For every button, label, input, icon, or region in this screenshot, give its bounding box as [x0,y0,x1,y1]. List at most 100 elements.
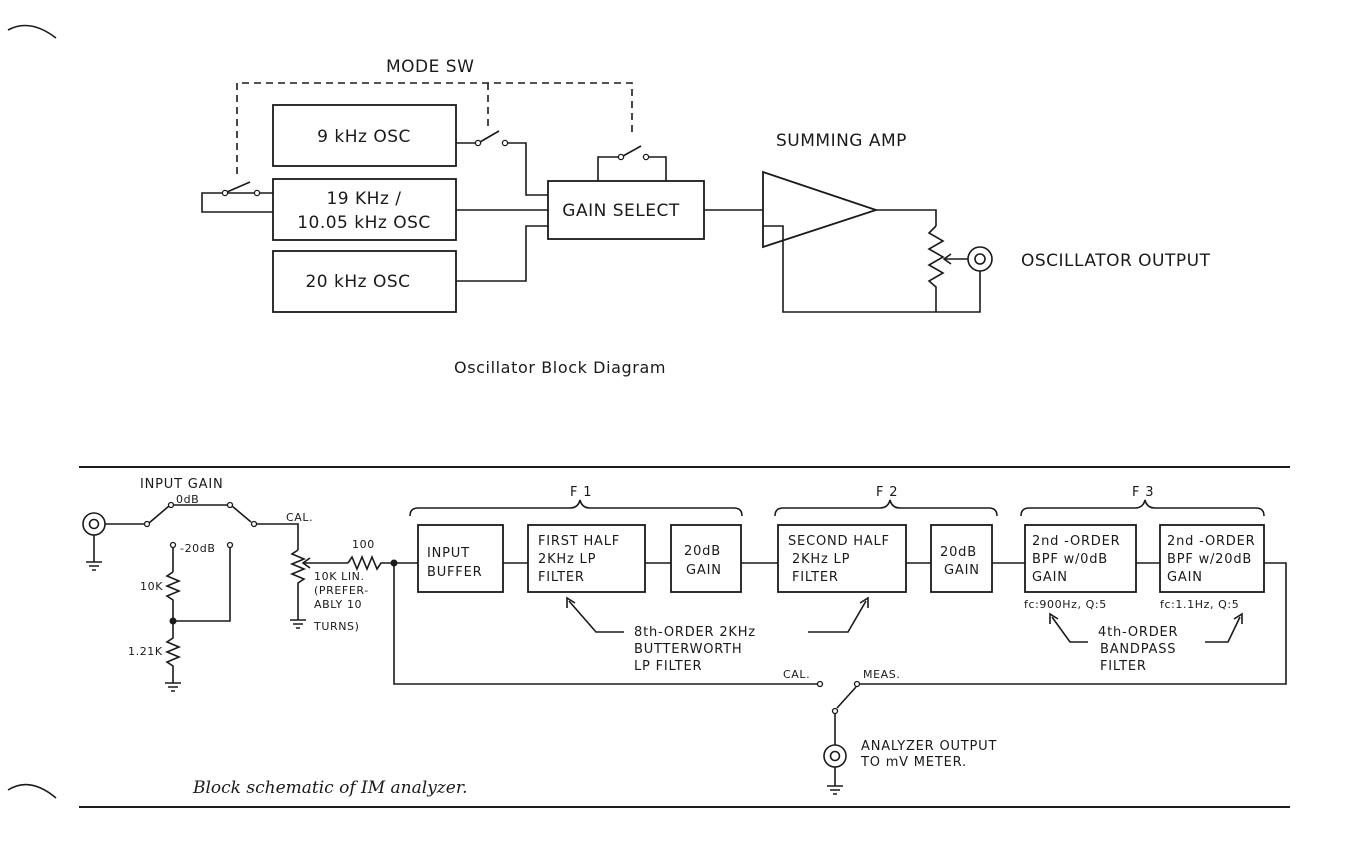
pot-10k-resistor [289,549,307,620]
resistor-10k [164,571,182,621]
analyzer-output-line1: ANALYZER OUTPUT [861,739,997,754]
gain-bypass-contact-b [642,153,650,161]
output-switch-meas-contact [853,680,861,688]
output-switch-cal-contact [816,680,824,688]
second-half-filter-box [777,524,907,593]
r10k-label: 10K [140,580,163,593]
meas-label: MEAS. [863,668,900,681]
analyzer-output-jack-inner [829,750,841,762]
bandpass-arrowhead-right [1233,612,1243,624]
gain-switch-a-pivot [143,520,151,528]
bpf-0db-line3: GAIN [1032,570,1068,585]
osc-9khz-switch-contact-a [474,139,482,147]
osc-9khz-switch-blade [479,130,500,143]
m20db-contact-b [226,541,234,549]
output-ground-icon [827,785,843,795]
odb-label: 0dB [176,493,199,506]
gain-20db-b-line2: GAIN [944,563,980,578]
input-buffer-line2: BUFFER [427,565,482,580]
bracket-f1 [409,499,743,517]
left-switch-blade [226,181,251,193]
butterworth-arrow-left [568,600,624,633]
oscillator-output-jack-inner [974,253,986,265]
m20db-label: -20dB [180,542,216,555]
input-ground-icon [86,561,102,571]
page-corner-mark-top [7,24,57,39]
bandpass-line2: BANDPASS [1100,642,1176,657]
im-analyzer-schematic: INPUT GAIN 0dB CAL. -20dB 10K 1.21K 10K … [79,466,1290,808]
osc-9khz-switch-contact-b [501,139,509,147]
resistor-121k [164,621,182,683]
r100-label: 100 [352,538,375,551]
r121k-label: 1.21K [128,645,163,658]
output-pot-resistor [927,225,945,312]
page-corner-mark-bottom [7,783,57,799]
first-half-line3: FILTER [538,570,585,585]
cal-bottom-label: CAL. [783,668,810,681]
second-half-line1: SECOND HALF [788,534,890,549]
analyzer-output-line2: TO mV METER. [860,755,967,770]
second-half-line3: FILTER [792,570,839,585]
second-half-line2: 2KHz LP [792,552,850,567]
bpf-20db-box [1159,524,1265,593]
amp-output-wire [876,209,937,226]
summing-amp-triangle [762,170,879,249]
osc-19khz-bypass-wire [201,192,273,213]
divider-ground-icon [165,682,181,692]
first-half-filter-box [527,524,646,593]
gain-switch-b-pivot [250,520,258,528]
gain-switch-a-odb-contact [167,501,175,509]
input-jack-outer [82,512,106,536]
oscillator-caption: Oscillator Block Diagram [454,358,666,377]
osc-19khz-box [272,178,457,241]
fc-11hz-label: fc:1.1Hz, Q:5 [1160,598,1239,611]
analyzer-caption: Block schematic of IM analyzer. [192,778,468,798]
gain-20db-b-box [930,524,993,593]
first-half-line1: FIRST HALF [538,534,620,549]
pot-10k-wiper-arrow [301,557,311,569]
feedback-wire [763,225,981,313]
osc-9khz-box [272,104,457,167]
input-jack-inner [88,518,100,530]
input-buffer-box [417,524,504,593]
mode-switch-linkage [236,82,633,174]
pot-label-line4: TURNS) [313,620,360,633]
butterworth-line1: 8th-ORDER 2KHz [634,625,756,640]
analyzer-output-jack-outer [823,744,847,768]
gain-bypass-contact-a [617,153,625,161]
input-gain-label: INPUT GAIN [140,477,224,492]
fc-900hz-label: fc:900Hz, Q:5 [1024,598,1107,611]
output-switch-pivot [831,707,839,715]
input-buffer-line1: INPUT [427,546,470,561]
butterworth-line3: LP FILTER [634,659,702,674]
mode-sw-label: MODE SW [386,57,474,77]
bracket-f3 [1020,499,1265,517]
bpf-20db-line2: BPF w/20dB [1167,552,1252,567]
osc-20khz-to-gain-wire [456,225,548,282]
output-switch-blade [836,686,857,709]
bandpass-arrowhead-left [1049,612,1059,624]
left-switch-contact-b [253,189,261,197]
oscillator-output-jack-outer [967,246,993,272]
pot-label-line3: ABLY 10 [314,598,362,611]
bpf-0db-box [1024,524,1137,593]
bpf-0db-line1: 2nd -ORDER [1032,534,1120,549]
gain-20db-a-line2: GAIN [686,563,722,578]
bandpass-arrow-left [1051,616,1088,643]
osc-9khz-to-gain-wire [508,142,548,196]
pot-wiper-arrow [942,253,952,265]
gain-20db-a-box [670,524,742,593]
oscillator-output-label: OSCILLATOR OUTPUT [1021,251,1211,271]
bpf-20db-line3: GAIN [1167,570,1203,585]
summing-amp-label: SUMMING AMP [776,131,907,151]
cal-top-label: CAL. [286,511,313,524]
oscillator-block-diagram: MODE SW 9 kHz OSC 19 KHz / 10.05 kHz OSC… [201,57,1211,377]
pot-ground-icon [290,619,306,629]
osc-20khz-box [272,250,457,313]
gain-switch-b-blade [231,505,252,523]
cal-return-wire [393,563,817,685]
butterworth-arrowhead-left [566,596,576,608]
bracket-f2 [774,499,998,517]
gain-bypass-blade [622,145,642,157]
first-half-line2: 2KHz LP [538,552,596,567]
